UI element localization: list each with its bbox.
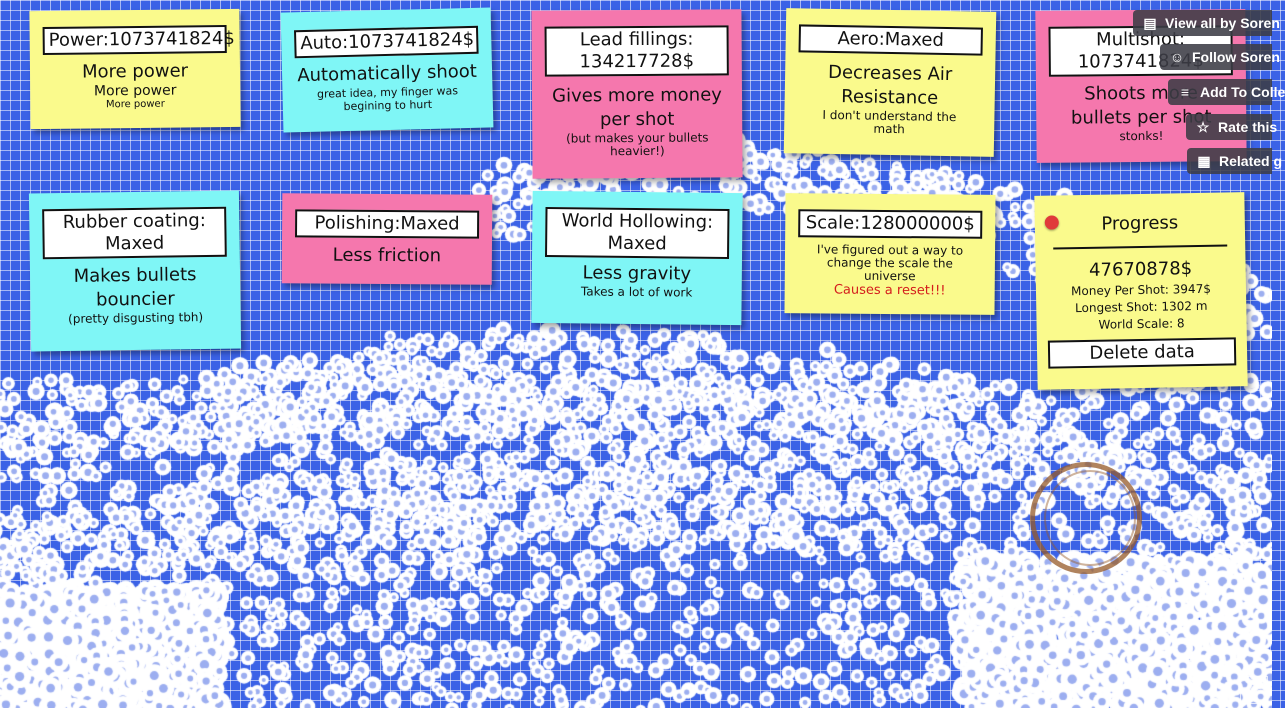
aero-upgrade-button[interactable]: Aero:Maxed [798, 24, 983, 56]
scale-desc: I've figured out a way to change the sca… [816, 242, 964, 284]
rate-label: Rate this [1218, 119, 1278, 135]
progress-title: Progress [1101, 212, 1179, 235]
hollow-desc-2: Takes a lot of work [580, 284, 693, 300]
scale-warning: Causes a reset!!! [833, 282, 946, 299]
note-power: Power:1073741824$ More power More power … [29, 8, 241, 130]
lead-desc: Gives more money per shot [552, 84, 722, 131]
note-rubber: Rubber coating: Maxed Makes bullets boun… [28, 190, 242, 352]
progress-divider [1053, 244, 1228, 250]
polish-upgrade-button[interactable]: Polishing:Maxed [295, 209, 480, 239]
rate-game-button[interactable]: ☆ Rate this [1186, 114, 1277, 140]
rubber-desc-2: (pretty disgusting tbh) [68, 310, 204, 326]
add-to-collection-icon: ≡ [1180, 84, 1190, 100]
lead-upgrade-button[interactable]: Lead fillings: 134217728$ [544, 25, 729, 77]
lead-desc-2: (but makes your bullets heavier!) [566, 130, 709, 159]
map-icon: ▦ [1197, 153, 1211, 169]
auto-upgrade-button[interactable]: Auto:1073741824$ [294, 25, 479, 59]
rubber-upgrade-button[interactable]: Rubber coating: Maxed [42, 206, 227, 260]
power-desc: More power [81, 60, 189, 83]
rubber-desc: Makes bullets bouncier [73, 264, 197, 311]
follow-author-button[interactable]: ☺ Follow Soren [1160, 44, 1280, 70]
polish-desc: Less friction [332, 244, 442, 267]
delete-data-button[interactable]: Delete data [1047, 337, 1237, 369]
follow-label: Follow Soren [1192, 49, 1280, 65]
coffee-stain [1030, 462, 1142, 574]
note-aero: Aero:Maxed Decreases Air Resistance I do… [783, 8, 997, 157]
view-all-by-author-button[interactable]: ▤ View all by Soren [1133, 10, 1280, 36]
star-icon: ☆ [1196, 119, 1210, 135]
follow-user-icon: ☺ [1169, 49, 1185, 65]
power-desc-3: More power [105, 98, 165, 111]
add-label: Add To Colle [1200, 84, 1285, 100]
progress-world-scale: World Scale: 8 [1098, 316, 1185, 332]
hollow-upgrade-button[interactable]: World Hollowing: Maxed [545, 207, 730, 259]
coffee-stain-inner [1044, 470, 1136, 566]
progress-money: 47670878$ [1088, 258, 1193, 281]
related-games-button[interactable]: ▦ Related g [1187, 148, 1282, 174]
itch-logo-icon: ▤ [1143, 15, 1157, 31]
add-to-collection-button[interactable]: ≡ Add To Colle [1168, 79, 1285, 105]
note-scale: Scale:128000000$ I've figured out a way … [784, 193, 996, 315]
note-polish: Polishing:Maxed Less friction [281, 193, 493, 285]
scale-upgrade-button[interactable]: Scale:128000000$ [798, 209, 983, 239]
view-all-label: View all by Soren [1165, 15, 1280, 31]
aero-desc: Decreases Air Resistance [827, 61, 953, 109]
progress-money-per-shot: Money Per Shot: 3947$ [1070, 281, 1212, 299]
note-hollow: World Hollowing: Maxed Less gravity Take… [531, 190, 743, 326]
power-upgrade-button[interactable]: Power:1073741824$ [42, 25, 235, 55]
related-label: Related g [1219, 153, 1283, 169]
hollow-desc: Less gravity [582, 262, 692, 285]
auto-desc-2: great idea, my finger was begining to hu… [316, 84, 459, 114]
progress-panel: Progress 47670878$ Money Per Shot: 3947$… [1034, 192, 1248, 390]
note-auto: Auto:1073741824$ Automatically shoot gre… [280, 7, 494, 133]
aero-desc-2: I don't understand the math [822, 107, 957, 137]
fullscreen-icon[interactable]: ⤢ [1240, 676, 1268, 704]
note-lead: Lead fillings: 134217728$ Gives more mon… [531, 9, 743, 179]
